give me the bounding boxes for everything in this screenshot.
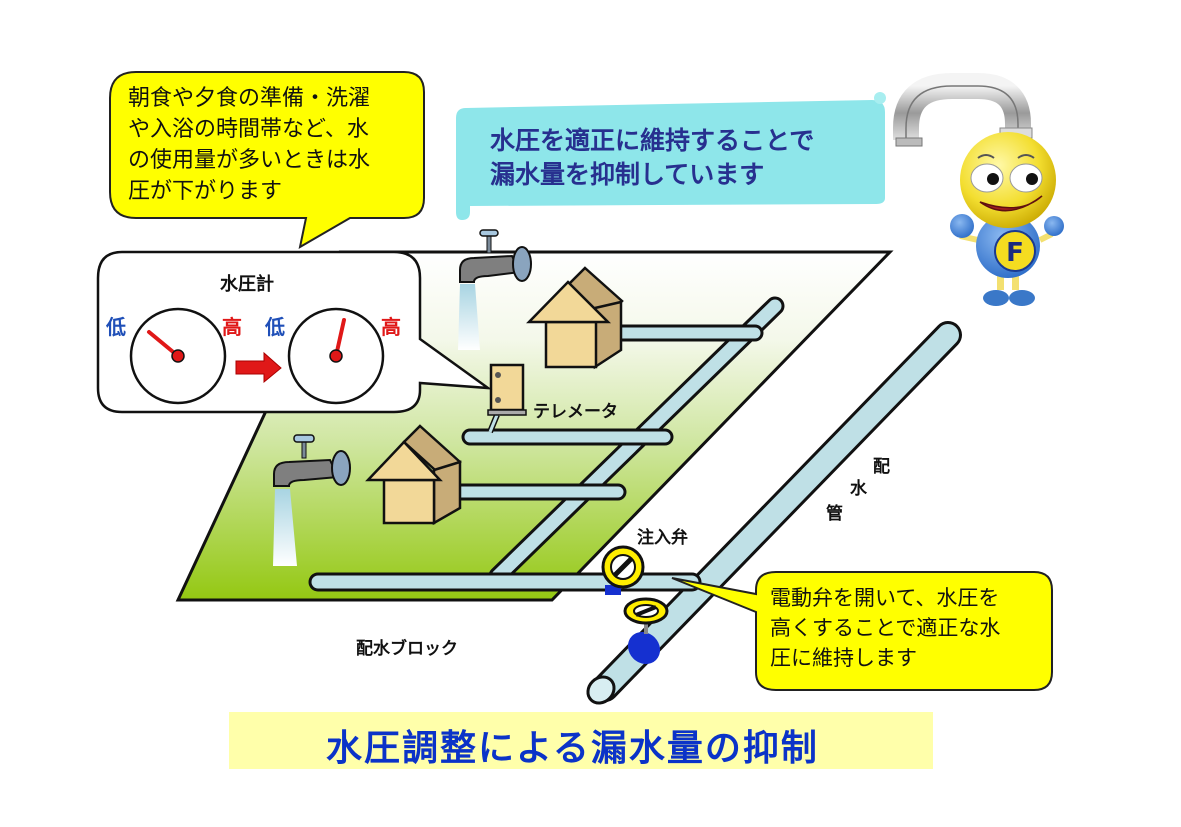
page-title: 水圧調整による漏水量の抑制 xyxy=(326,728,819,769)
faucet-lower-icon xyxy=(273,434,351,566)
distribution-main-label-char-3: 管 xyxy=(826,504,843,524)
title-band xyxy=(229,712,933,769)
telemeter-label: テレメータ xyxy=(533,402,618,422)
pressure-gauge-low xyxy=(129,307,227,405)
motorized-valve-icon xyxy=(623,597,669,665)
distribution-main-label-char-2: 水 xyxy=(850,479,867,499)
valve-callout-shape xyxy=(671,571,1053,691)
usage-callout-text: 朝食や夕食の準備・洗濯 や入浴の時間帯など、水 の使用量が多いときは水 圧が下が… xyxy=(128,83,370,207)
distribution-main-label-char-1: 配 xyxy=(873,457,890,477)
faucet-upper-icon xyxy=(458,229,532,350)
info-banner-line-2: 漏水量を抑制しています xyxy=(490,160,765,189)
info-banner-text: 水圧を適正に維持することで 漏水量を抑制しています xyxy=(490,124,814,192)
injection-valve-icon xyxy=(601,545,645,595)
gauge-after-high-label: 高 xyxy=(381,315,401,339)
usage-callout-line-1: 朝食や夕食の準備・洗濯 xyxy=(128,86,371,111)
telemeter-device xyxy=(487,363,527,434)
injection-valve-label: 注入弁 xyxy=(637,528,688,548)
usage-callout-line-3: の使用量が多いときは水 xyxy=(128,148,371,173)
gauge-panel-title: 水圧計 xyxy=(220,274,274,295)
house-lower xyxy=(365,424,462,526)
house-upper xyxy=(526,266,624,370)
usage-callout-line-4: 圧が下がります xyxy=(128,179,283,204)
distribution-main-pipe xyxy=(586,321,962,705)
distribution-block-label: 配水ブロック xyxy=(356,639,458,659)
usage-callout-shape xyxy=(109,71,425,249)
valve-callout-line-3: 圧に維持します xyxy=(770,646,917,670)
gauge-after-low-label: 低 xyxy=(265,315,285,339)
valve-callout-line-1: 電動弁を開いて、水圧を xyxy=(770,586,1000,610)
valve-callout-text: 電動弁を開いて、水圧を 高くすることで適正な水 圧に維持します xyxy=(770,583,1000,673)
valve-callout-line-2: 高くすることで適正な水 xyxy=(770,616,1001,640)
svg-text:F: F xyxy=(1006,238,1024,268)
gauge-before-low-label: 低 xyxy=(106,315,126,339)
mascot-character: F xyxy=(893,73,1064,306)
info-banner-shape xyxy=(456,92,886,220)
right-arrow-icon xyxy=(235,351,282,384)
usage-callout-line-2: や入浴の時間帯など、水 xyxy=(128,117,369,142)
gauge-before-high-label: 高 xyxy=(222,315,242,339)
pressure-gauge-high xyxy=(287,307,385,405)
info-banner-line-1: 水圧を適正に維持することで xyxy=(490,126,815,155)
